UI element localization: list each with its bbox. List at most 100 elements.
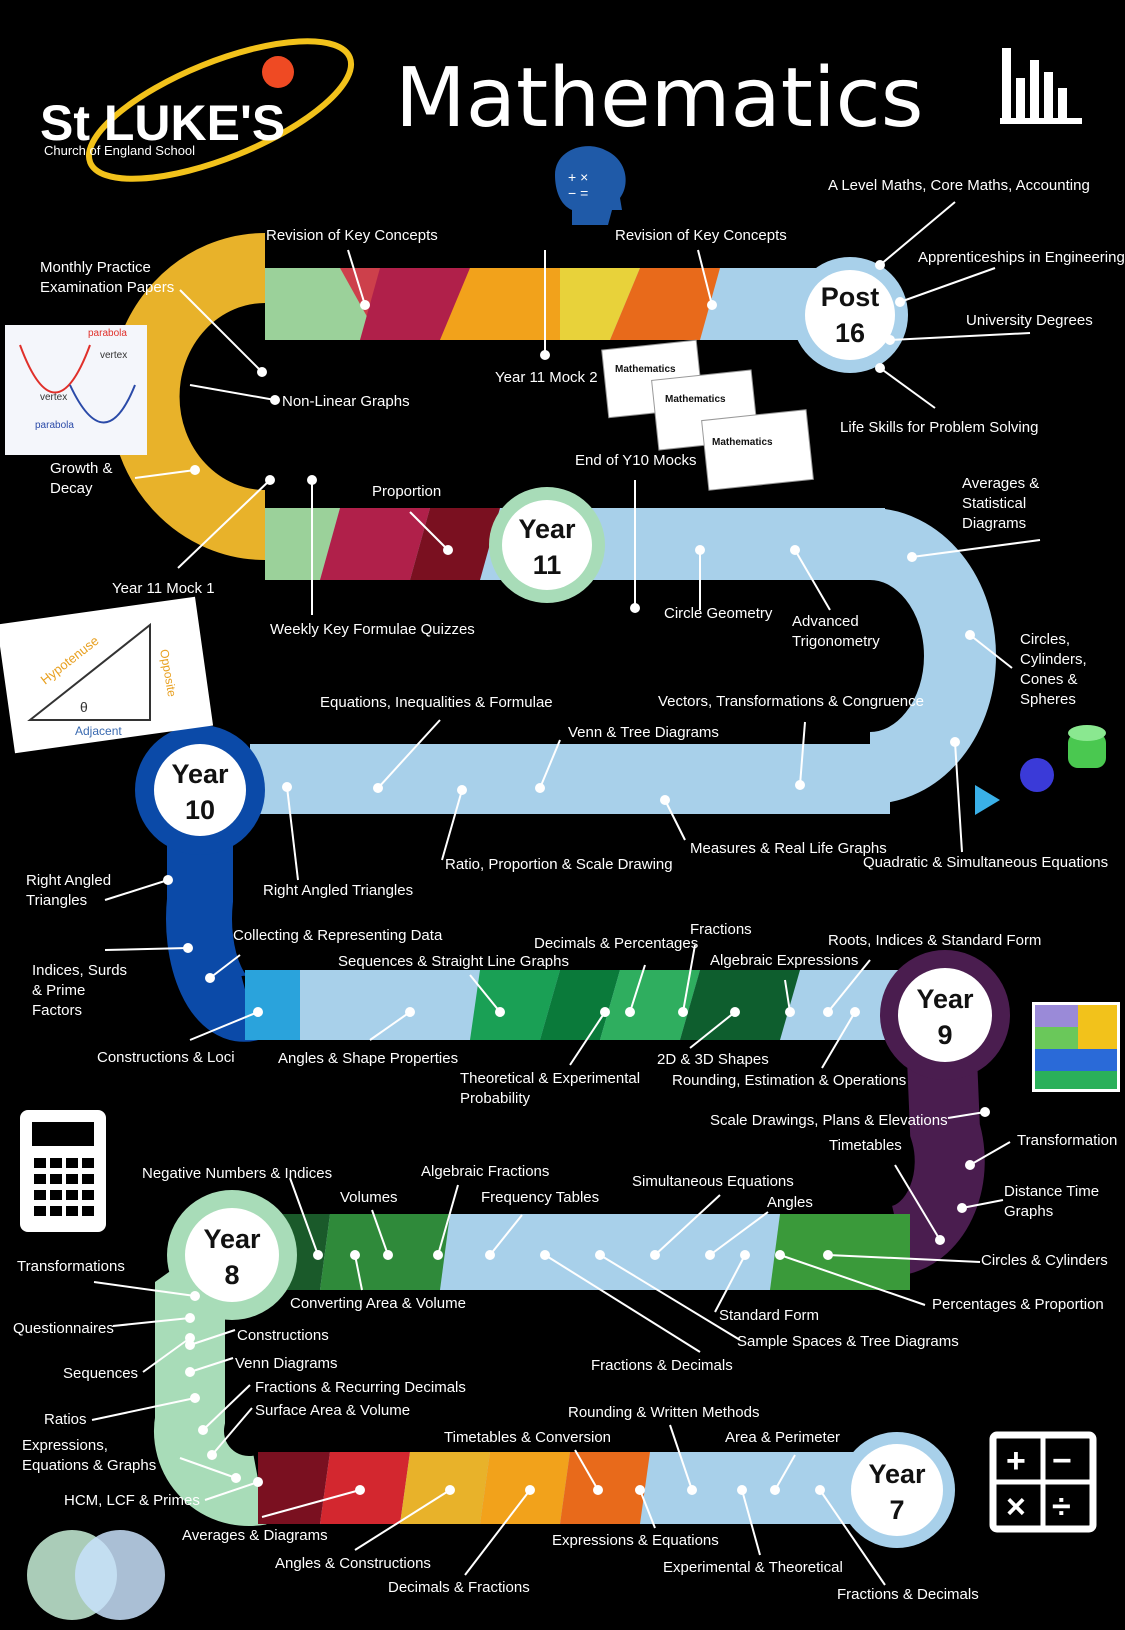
leader-line-equations-inequalities xyxy=(377,719,441,789)
leader-dot-roots-indices xyxy=(823,1007,833,1017)
leader-line-frequency-tables xyxy=(489,1214,523,1256)
leader-line-decimals-percentages xyxy=(629,964,646,1013)
leader-dot-transformations-y8 xyxy=(190,1291,200,1301)
topic-line: Rounding & Written Methods xyxy=(568,1404,760,1421)
topic-venn-tree: Venn & Tree Diagrams xyxy=(568,724,719,741)
leader-line-volumes xyxy=(371,1209,389,1256)
topic-line: Rounding, Estimation & Operations xyxy=(672,1072,906,1089)
svg-text:Year: Year xyxy=(171,759,229,789)
topic-sample-spaces: Sample Spaces & Tree Diagrams xyxy=(737,1333,959,1350)
topic-apprenticeships: Apprenticeships in Engineering xyxy=(918,249,1125,266)
topic-line: Ratio, Proportion & Scale Drawing xyxy=(445,856,673,873)
topic-line: Volumes xyxy=(340,1189,398,1206)
leader-dot-university xyxy=(885,335,895,345)
leader-line-advanced-trig xyxy=(794,549,831,611)
milestone-year7: Year 7 xyxy=(839,1432,955,1548)
svg-text:θ: θ xyxy=(80,699,88,715)
leader-line-proportion xyxy=(409,511,449,551)
leader-dot-fractions-recurring xyxy=(198,1425,208,1435)
leader-line-sequences-y8 xyxy=(142,1337,191,1373)
topic-circle-geometry: Circle Geometry xyxy=(664,605,773,622)
leader-line-circles-cylinders xyxy=(827,1254,981,1263)
leader-line-a-level xyxy=(879,201,956,266)
leader-line-right-angled-2 xyxy=(286,786,299,881)
topic-decimals-fractions-y7: Decimals & Fractions xyxy=(388,1579,530,1596)
topic-negative-numbers: Negative Numbers & Indices xyxy=(142,1165,332,1182)
topic-line: Surface Area & Volume xyxy=(255,1402,410,1419)
leader-dot-ratios xyxy=(190,1393,200,1403)
topic-line: Revision of Key Concepts xyxy=(615,227,787,244)
svg-text:÷: ÷ xyxy=(1052,1488,1071,1526)
leader-line-fractions-decimals-y7 xyxy=(819,1489,886,1586)
leader-line-simultaneous-eq xyxy=(654,1194,721,1256)
leader-dot-shapes-2d3d xyxy=(730,1007,740,1017)
topic-expressions-graphs: Expressions,Equations & Graphs xyxy=(22,1437,156,1474)
topic-angles-shape: Angles & Shape Properties xyxy=(278,1050,458,1067)
topic-standard-form: Standard Form xyxy=(719,1307,819,1324)
leader-dot-standard-form xyxy=(740,1250,750,1260)
leader-dot-volumes xyxy=(383,1250,393,1260)
path-arc-right xyxy=(868,508,996,804)
topic-line: Collecting & Representing Data xyxy=(233,927,443,944)
topic-angles-constructions: Angles & Constructions xyxy=(275,1555,431,1572)
path-arc-top xyxy=(109,233,267,560)
topic-line: Fractions & Decimals xyxy=(591,1357,733,1374)
topic-revision-key-concepts-1: Revision of Key Concepts xyxy=(266,227,438,244)
topic-ratio-scale: Ratio, Proportion & Scale Drawing xyxy=(445,856,673,873)
leader-line-angles-shape xyxy=(369,1011,411,1041)
leader-dot-negative-numbers xyxy=(313,1250,323,1260)
leader-dot-area-perimeter xyxy=(770,1485,780,1495)
topic-line: Circles & Cylinders xyxy=(981,1252,1108,1269)
leader-dot-surface-area xyxy=(207,1450,217,1460)
topic-line: Simultaneous Equations xyxy=(632,1173,794,1190)
topic-line: University Degrees xyxy=(966,312,1093,329)
topic-converting-area: Converting Area & Volume xyxy=(290,1295,466,1312)
leader-dot-proportion xyxy=(443,545,453,555)
topic-line: Factors xyxy=(32,1002,82,1019)
leader-line-angles-constructions xyxy=(354,1489,451,1551)
leader-line-life-skills xyxy=(879,367,936,409)
leader-line-quadratic-simultaneous xyxy=(954,741,963,853)
topic-experimental-theoretical: Experimental & Theoretical xyxy=(663,1559,843,1576)
leader-dot-growth-decay xyxy=(190,465,200,475)
topic-constructions-loci: Constructions & Loci xyxy=(97,1049,235,1066)
topic-algebraic-fractions: Algebraic Fractions xyxy=(421,1163,549,1180)
leader-line-shapes-2d3d xyxy=(689,1011,736,1049)
leader-line-expressions-equations-y7 xyxy=(639,1489,656,1529)
topic-line: Percentages & Proportion xyxy=(932,1296,1104,1313)
topic-line: Trigonometry xyxy=(792,633,880,650)
milestone-year11: Year 11 xyxy=(489,487,605,603)
topic-line: Graphs xyxy=(1004,1203,1053,1220)
leader-line-ratios xyxy=(91,1397,196,1421)
topic-a-level: A Level Maths, Core Maths, Accounting xyxy=(828,177,1090,194)
leader-line-constructions-loci xyxy=(189,1011,259,1041)
leader-dot-fractions-y9 xyxy=(678,1007,688,1017)
leader-line-circles-cylinders-cones xyxy=(969,634,1013,669)
leader-line-constructions-y8 xyxy=(189,1329,236,1346)
leader-dot-monthly-practice xyxy=(257,367,267,377)
topic-line: Expressions, xyxy=(22,1437,108,1454)
leader-dot-distance-time xyxy=(957,1203,967,1213)
milestone-year9: Year 9 xyxy=(880,950,1010,1080)
leader-dot-venn-diagrams xyxy=(185,1367,195,1377)
topic-fractions-y9: Fractions xyxy=(690,921,752,938)
topic-right-angled-2: Right Angled Triangles xyxy=(263,882,413,899)
svg-text:+: + xyxy=(1006,1442,1026,1480)
leader-dot-collecting-data xyxy=(205,973,215,983)
topic-shapes-2d3d: 2D & 3D Shapes xyxy=(657,1051,769,1068)
topic-line: Ratios xyxy=(44,1411,87,1428)
svg-text:Mathematics: Mathematics xyxy=(712,437,773,448)
topic-scale-drawings: Scale Drawings, Plans & Elevations xyxy=(710,1112,948,1129)
leader-dot-converting-area xyxy=(350,1250,360,1260)
topic-line: Fractions xyxy=(690,921,752,938)
leader-line-roots-indices xyxy=(827,959,871,1013)
topic-vectors-transformations: Vectors, Transformations & Congruence xyxy=(658,693,924,710)
path-band-year10 xyxy=(250,744,890,814)
topic-line: Area & Perimeter xyxy=(725,1429,840,1446)
topic-line: Right Angled xyxy=(26,872,111,889)
leader-line-area-perimeter xyxy=(774,1454,796,1491)
leader-line-apprenticeships xyxy=(899,267,996,303)
page-title: Mathematics xyxy=(395,51,923,146)
